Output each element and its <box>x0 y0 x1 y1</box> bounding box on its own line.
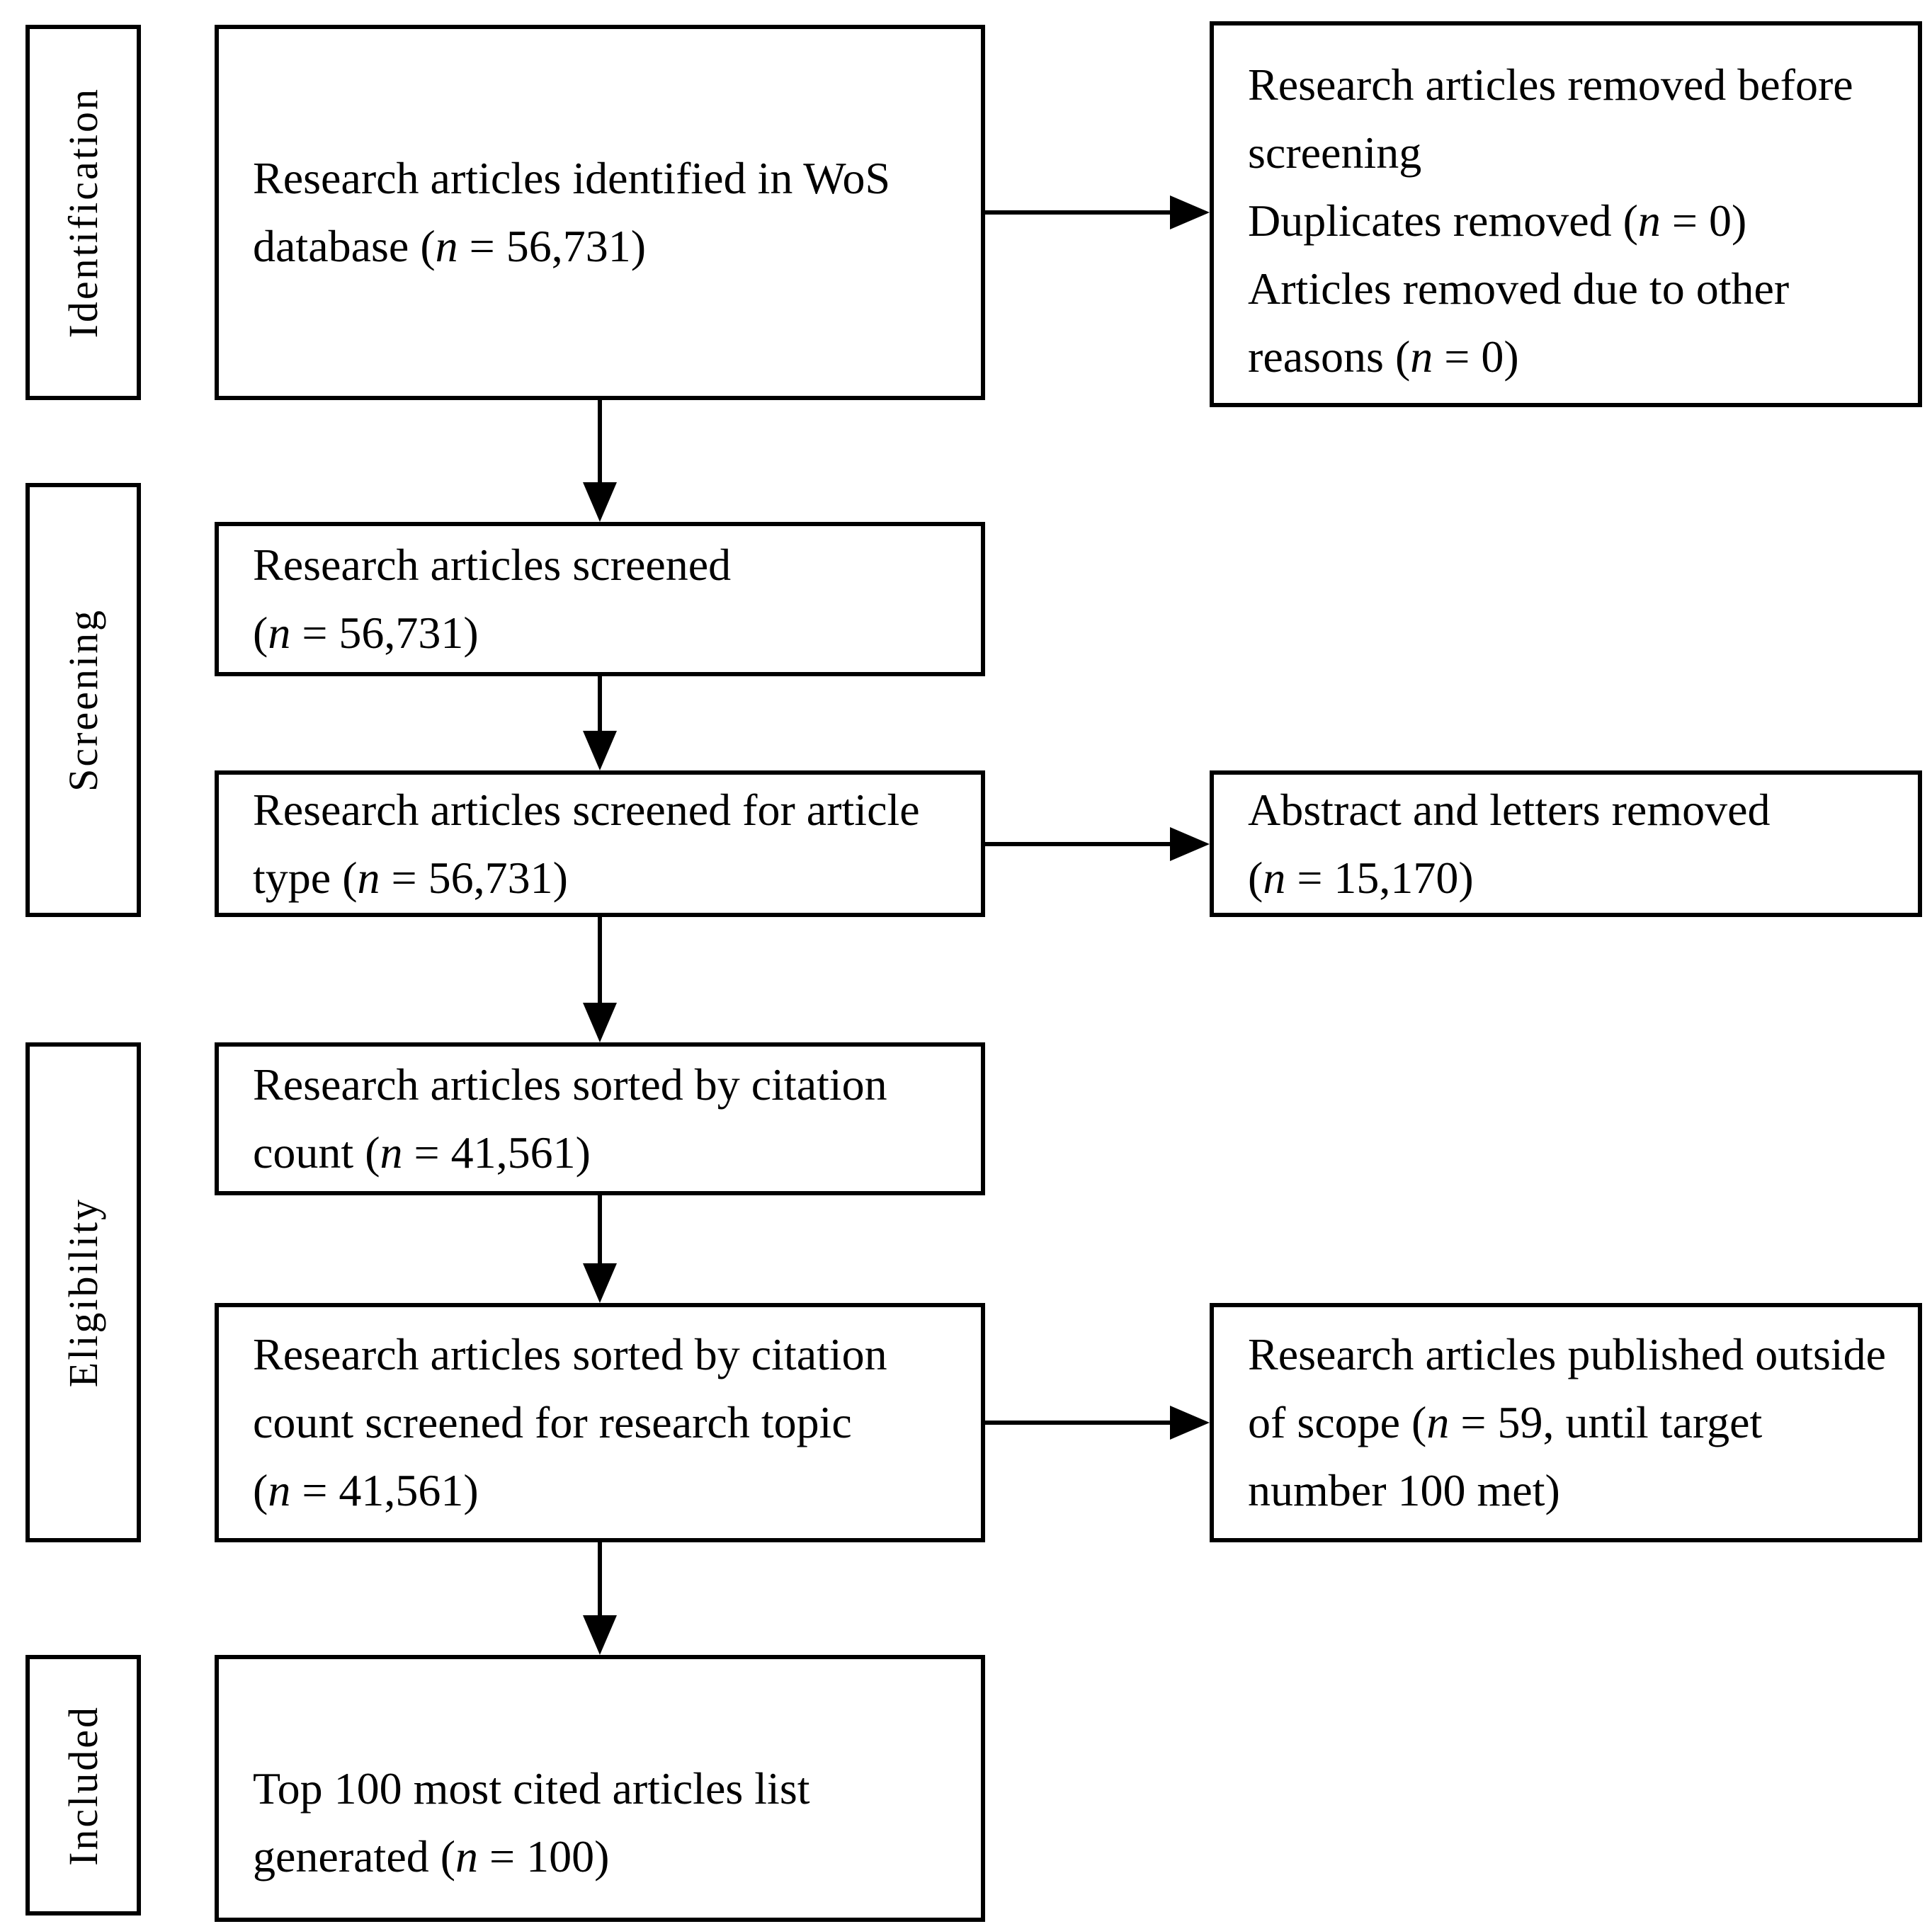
stage-label-included: Included <box>25 1655 141 1916</box>
side-box-abstract-letters-removed: Abstract and letters removed(n = 15,170) <box>1210 770 1922 917</box>
stage-label-screening-text: Screening <box>60 608 106 792</box>
arrow-down-4-head <box>583 1263 617 1303</box>
arrow-down-2-shaft <box>598 676 602 734</box>
stage-label-eligibility: Eligibility <box>25 1042 141 1542</box>
arrow-down-3-head <box>583 1003 617 1042</box>
arrow-down-1-head <box>583 482 617 522</box>
arrow-right-1-shaft <box>985 210 1173 215</box>
arrow-down-4-shaft <box>598 1195 602 1266</box>
flow-box-screened: Research articles screened(n = 56,731) <box>215 522 985 676</box>
arrow-right-3-head <box>1170 1406 1210 1440</box>
arrow-down-5-shaft <box>598 1542 602 1618</box>
stage-label-identification-text: Identification <box>60 86 106 338</box>
arrow-right-3-shaft <box>985 1421 1173 1425</box>
stage-label-eligibility-text: Eligibility <box>60 1197 106 1388</box>
stage-label-identification: Identification <box>25 25 141 400</box>
arrow-down-5-head <box>583 1615 617 1655</box>
stage-label-included-text: Included <box>60 1704 106 1866</box>
arrow-right-1-head <box>1170 195 1210 229</box>
arrow-down-2-head <box>583 731 617 770</box>
arrow-down-1-shaft <box>598 400 602 485</box>
arrow-right-2-shaft <box>985 842 1173 846</box>
arrow-right-2-head <box>1170 827 1210 861</box>
arrow-down-3-shaft <box>598 917 602 1006</box>
stage-label-screening: Screening <box>25 483 141 917</box>
